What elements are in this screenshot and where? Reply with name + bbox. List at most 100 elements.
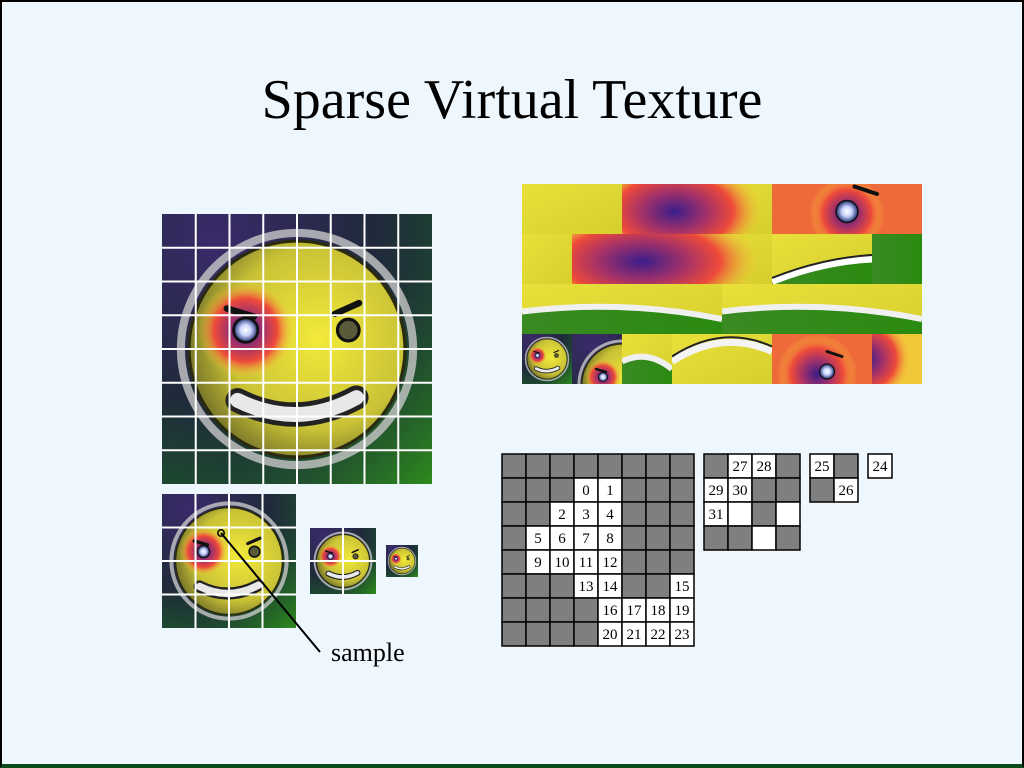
page-table-cell-empty <box>645 501 671 527</box>
sample-annotation: sample <box>217 529 405 667</box>
page-table-cell-resident <box>549 501 575 527</box>
page-table-index: 4 <box>606 507 614 523</box>
page-table-cell-empty <box>501 453 527 479</box>
page-table-cell-resident <box>727 453 753 479</box>
page-table-cell-empty <box>809 477 835 503</box>
page-table-cell-empty <box>525 573 551 599</box>
page-table-cell-resident <box>809 453 835 479</box>
page-table-cell-resident <box>833 477 859 503</box>
page-table-index: 19 <box>675 603 690 619</box>
cache-tile <box>772 334 872 384</box>
page-table-cell-empty <box>549 621 575 647</box>
page-table-cell-empty <box>621 453 647 479</box>
sample-point-marker <box>217 529 225 537</box>
page-table-cell-empty <box>573 453 599 479</box>
page-table-cell-resident <box>573 501 599 527</box>
page-table-cell-empty <box>775 525 801 551</box>
page-table-cell-resident <box>751 525 777 551</box>
page-table-cell-resident <box>727 501 753 527</box>
page-table-index: 26 <box>839 483 855 499</box>
page-table-cell-empty <box>703 453 729 479</box>
page-table-cell-empty <box>573 621 599 647</box>
page-table-cell-empty <box>621 477 647 503</box>
page-table-cell-empty <box>775 477 801 503</box>
page-table-cell-empty <box>751 501 777 527</box>
cache-tile <box>522 234 572 284</box>
page-table-index: 12 <box>603 555 618 571</box>
page-table-index: 8 <box>606 531 614 547</box>
mip-level-3-image <box>384 543 420 579</box>
page-table-index: 15 <box>675 579 690 595</box>
mip-level-3 <box>384 543 420 579</box>
page-table-cell-resident <box>525 525 551 551</box>
cache-tile <box>722 284 922 334</box>
page-table-cell-empty <box>645 573 671 599</box>
page-table-index: 11 <box>579 555 593 571</box>
slide-title: Sparse Virtual Texture <box>261 69 763 131</box>
page-table-cell-empty <box>621 549 647 575</box>
page-table-level-3: 24 <box>867 453 893 479</box>
page-table-cell-empty <box>775 453 801 479</box>
cache-tile <box>772 184 922 234</box>
mip-level-2 <box>310 528 376 594</box>
page-table-index: 2 <box>558 507 566 523</box>
page-table-cell-empty <box>525 477 551 503</box>
page-table-index: 7 <box>582 531 590 547</box>
page-table-cell-resident <box>669 621 695 647</box>
page-table-cell-empty <box>669 525 695 551</box>
page-table-level-2: 25 26 <box>809 453 859 503</box>
cache-tile <box>672 334 772 384</box>
page-table-index: 6 <box>558 531 566 547</box>
page-table-index: 14 <box>603 579 619 595</box>
page-table-index: 0 <box>582 483 590 499</box>
page-table-index: 20 <box>603 627 618 643</box>
page-table-cell-empty <box>645 525 671 551</box>
page-table-cell-empty <box>549 477 575 503</box>
page-table-cell-empty <box>703 525 729 551</box>
page-table-index: 1 <box>606 483 614 499</box>
page-table-cell-empty <box>621 501 647 527</box>
page-table-index: 27 <box>733 459 749 475</box>
cache-tile <box>572 234 772 284</box>
cache-tile <box>572 334 622 384</box>
page-table-index: 24 <box>873 459 889 475</box>
page-table-index: 16 <box>603 603 619 619</box>
page-table-cell-empty <box>833 453 859 479</box>
cache-tile <box>872 234 922 284</box>
page-table-cell-empty <box>501 573 527 599</box>
page-table-cell-empty <box>669 453 695 479</box>
page-table-cell-resident <box>597 525 623 551</box>
page-table-cell-resident <box>549 549 575 575</box>
page-table-cell-empty <box>525 621 551 647</box>
page-table-cell-resident <box>669 597 695 623</box>
page-table-index: 5 <box>534 531 542 547</box>
page-table-cell-empty <box>525 501 551 527</box>
page-table-cell-empty <box>525 597 551 623</box>
page-table-cell-empty <box>669 501 695 527</box>
page-table-index: 17 <box>627 603 643 619</box>
page-table-cell-empty <box>727 525 753 551</box>
page-table-cell-resident <box>775 501 801 527</box>
page-table-index: 29 <box>709 483 724 499</box>
page-table-cell-empty <box>645 453 671 479</box>
cache-tile <box>622 334 672 384</box>
page-table-cell-empty <box>525 453 551 479</box>
page-table-cell-empty <box>501 597 527 623</box>
page-table-index: 30 <box>733 483 748 499</box>
page-table-cell-empty <box>501 621 527 647</box>
page-table-cell-empty <box>645 549 671 575</box>
page-table-index: 31 <box>709 507 724 523</box>
page-table-index: 25 <box>815 459 830 475</box>
page-table-index: 3 <box>582 507 590 523</box>
page-table-cell-resident <box>645 621 671 647</box>
page-table-cell-resident <box>597 621 623 647</box>
page-table-cell-empty <box>669 549 695 575</box>
cache-tile <box>522 184 622 234</box>
page-table-cell-empty <box>549 597 575 623</box>
mip-levels <box>162 214 432 628</box>
page-table-cell-empty <box>669 477 695 503</box>
